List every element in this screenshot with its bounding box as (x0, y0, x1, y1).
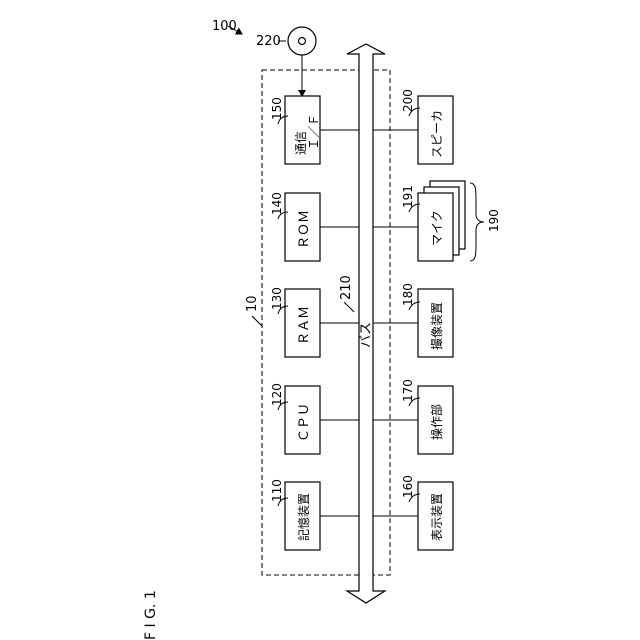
block-rom-ref: 140 (270, 192, 284, 215)
computer-ref-leader (252, 316, 262, 326)
block-cpu-ref: 120 (270, 383, 284, 406)
block-camera-label: 撮像装置 (430, 302, 444, 350)
computer-ref: 10 (245, 295, 260, 312)
block-rom-label: ＲＯＭ (297, 210, 312, 249)
block-camera: 180 撮像装置 (401, 283, 453, 357)
bus-ref-leader (344, 302, 354, 312)
block-cpu: 120 ＣＰＵ (270, 383, 320, 454)
block-display-ref: 160 (401, 475, 415, 498)
block-ram-label: ＲＡＭ (297, 306, 312, 345)
mic-group-brace (470, 183, 484, 261)
block-display: 160 表示装置 (401, 475, 453, 550)
block-ram-ref: 130 (270, 287, 284, 310)
block-camera-ref: 180 (401, 283, 415, 306)
block-display-label: 表示装置 (430, 493, 444, 541)
block-comm-if-ref: 150 (270, 97, 284, 120)
block-storage-label: 記憶装置 (296, 493, 311, 541)
block-speaker-ref: 200 (401, 89, 415, 112)
block-speaker-label: スピーカ (430, 110, 444, 158)
block-cpu-label: ＣＰＵ (297, 403, 312, 442)
block-comm-if-label-2: Ｉ／Ｆ (307, 114, 321, 150)
system-ref: 100 (212, 19, 237, 34)
block-speaker: 200 スピーカ (401, 89, 453, 164)
disc-ref: 220 (256, 34, 281, 49)
block-storage-ref: 110 (270, 479, 284, 502)
block-ram: 130 ＲＡＭ (270, 287, 320, 357)
block-mic-label: マイク (430, 210, 444, 246)
bus-ref: 210 (339, 275, 354, 300)
block-operation: 170 操作部 (401, 379, 453, 454)
mic-group-ref: 190 (487, 209, 501, 232)
figure-label: F I G. 1 (143, 590, 159, 640)
block-operation-label: 操作部 (429, 404, 444, 440)
bus-label: バス (359, 322, 374, 348)
block-comm-if-label-1: 通信 (294, 131, 308, 155)
block-mic-ref: 191 (401, 185, 415, 208)
block-rom: 140 ＲＯＭ (270, 192, 320, 261)
block-storage: 110 記憶装置 (270, 479, 320, 550)
disc-hole (299, 38, 306, 45)
left-connections (320, 130, 359, 516)
block-comm-if: 150 通信 Ｉ／Ｆ (270, 96, 321, 164)
block-mic-stack: 191 マイク 190 (401, 181, 501, 261)
block-operation-ref: 170 (401, 379, 415, 402)
